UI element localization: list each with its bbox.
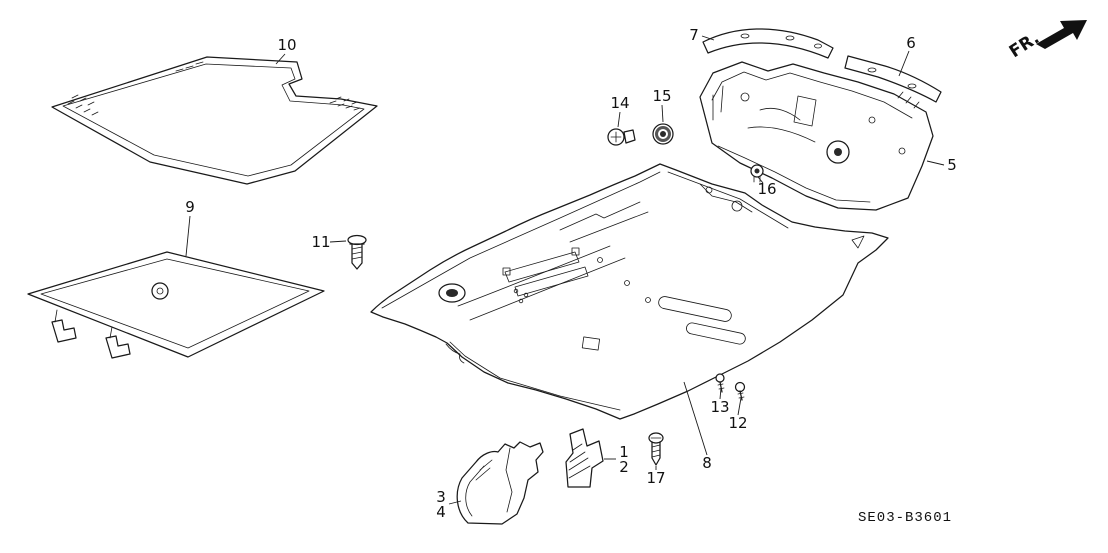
part-callout-13: 13 <box>710 398 729 416</box>
part-callout-5: 5 <box>947 156 957 174</box>
part-callout-2: 2 <box>619 458 629 476</box>
diagram-code: SE03-B3601 <box>858 510 952 526</box>
callout-leader-11 <box>329 240 347 243</box>
part-9-insulator-panel <box>27 251 325 359</box>
callout-leader-5 <box>926 160 945 166</box>
callout-leader-8 <box>683 381 708 456</box>
part-callout-17: 17 <box>646 469 665 487</box>
part-callout-7: 7 <box>689 26 699 44</box>
callout-leader-6 <box>898 50 910 77</box>
part-callout-3: 3 <box>436 488 446 506</box>
part-callout-1: 1 <box>619 443 629 461</box>
callout-leader-3 <box>448 500 462 505</box>
part-6-strip <box>844 55 942 103</box>
part-callout-14: 14 <box>610 94 629 112</box>
part-14-screw <box>607 128 636 146</box>
part-15-grommet <box>652 123 674 145</box>
part-12-screw <box>734 381 746 401</box>
part-16-grommet <box>750 164 764 183</box>
part-callout-6: 6 <box>906 34 916 52</box>
part-13-screw <box>715 373 725 393</box>
part-callout-4: 4 <box>436 503 446 521</box>
part-17-screw <box>648 432 664 466</box>
callout-leader-13 <box>719 387 722 400</box>
part-10-floor-mat <box>51 56 378 185</box>
part-11-screw <box>347 234 367 270</box>
part-5-dash-insulator <box>699 61 934 211</box>
part-7-strip <box>702 28 834 59</box>
callout-leader-7 <box>701 35 715 41</box>
part-callout-9: 9 <box>185 198 195 216</box>
part-1-2-bracket <box>565 428 604 488</box>
callout-leader-15 <box>661 104 664 123</box>
part-callout-10: 10 <box>277 36 296 54</box>
callout-leader-9 <box>185 215 191 257</box>
part-callout-8: 8 <box>702 454 712 472</box>
part-3-4-bracket <box>456 441 544 525</box>
main-floor-carpet <box>370 163 889 420</box>
part-callout-12: 12 <box>728 414 747 432</box>
part-callout-15: 15 <box>652 87 671 105</box>
callout-leader-12 <box>737 397 742 416</box>
part-callout-16: 16 <box>757 180 776 198</box>
callout-leader-14 <box>617 111 621 128</box>
callout-leader-16 <box>757 176 764 184</box>
part-callout-11: 11 <box>311 233 330 251</box>
callout-leader-10 <box>275 53 286 65</box>
fr-arrow-icon <box>1036 20 1087 49</box>
